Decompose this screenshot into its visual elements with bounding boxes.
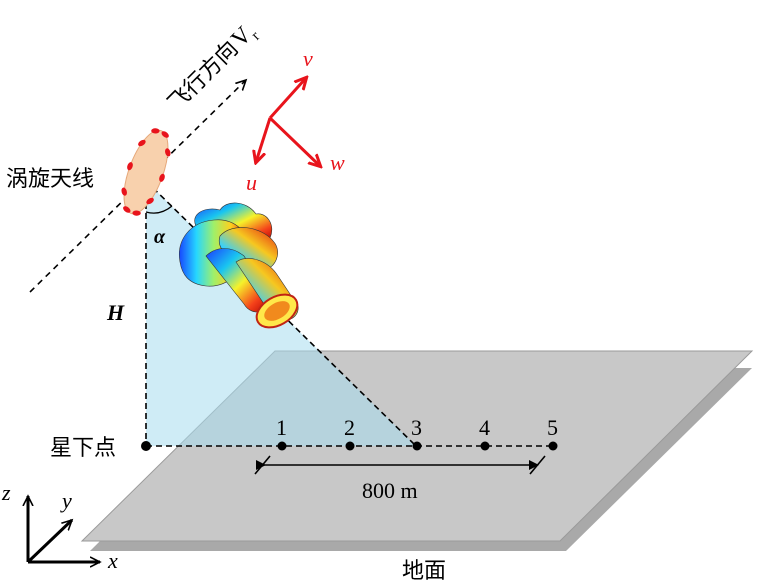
ground-point-label-4: 4 <box>479 415 490 440</box>
ground-point-label-5: 5 <box>547 415 558 440</box>
vortex-antenna <box>121 128 171 216</box>
beam-edge-line <box>145 180 417 447</box>
ground-point-1 <box>277 441 287 451</box>
ground-point-4 <box>480 441 490 451</box>
u-axis-label: u <box>246 170 257 195</box>
ground-point-3 <box>412 441 422 451</box>
ground-point-label-3: 3 <box>411 415 422 440</box>
antenna-element <box>146 197 154 205</box>
flight-direction-text: 飞行方向 <box>164 36 244 116</box>
antenna-element <box>127 162 133 171</box>
antenna-element <box>161 131 169 138</box>
v-axis-label: v <box>303 46 313 71</box>
nadir-point-marker <box>141 441 151 451</box>
w-axis-label: w <box>330 150 345 175</box>
ground-point-label-2: 2 <box>344 415 355 440</box>
u-axis-arrow <box>256 117 272 162</box>
nadir-point-label: 星下点 <box>50 436 116 461</box>
antenna-element <box>165 148 171 157</box>
distance-label: 800 m <box>362 478 418 503</box>
local-axes: v u w <box>246 46 345 195</box>
vortex-antenna-label: 涡旋天线 <box>6 167 94 192</box>
antenna-element <box>121 187 127 196</box>
w-axis-arrow <box>268 116 320 166</box>
y-axis-arrow <box>26 520 72 564</box>
global-axes: x z y <box>1 480 118 573</box>
flight-direction-label: 飞行方向 V r <box>164 21 264 116</box>
height-label: H <box>106 300 125 325</box>
antenna-element <box>151 128 160 134</box>
distance-indicator: 800 m <box>254 455 546 503</box>
angle-label: α <box>154 226 166 248</box>
radiation-pattern <box>179 202 299 329</box>
ground-point-2 <box>345 441 355 451</box>
antenna-element <box>138 139 146 147</box>
ground-point-5 <box>548 441 558 451</box>
antenna-element <box>132 210 141 216</box>
antenna-element <box>159 173 165 182</box>
angle-arc <box>145 205 173 214</box>
v-axis-arrow <box>268 78 306 120</box>
y-axis-label: y <box>60 488 72 513</box>
z-axis-label: z <box>1 480 11 505</box>
ground-points: 1 2 3 4 5 <box>276 415 558 451</box>
ground-point-label-1: 1 <box>276 415 287 440</box>
x-axis-label: x <box>107 548 118 573</box>
antenna-element <box>123 206 131 213</box>
ground-label: 地面 <box>402 559 446 584</box>
